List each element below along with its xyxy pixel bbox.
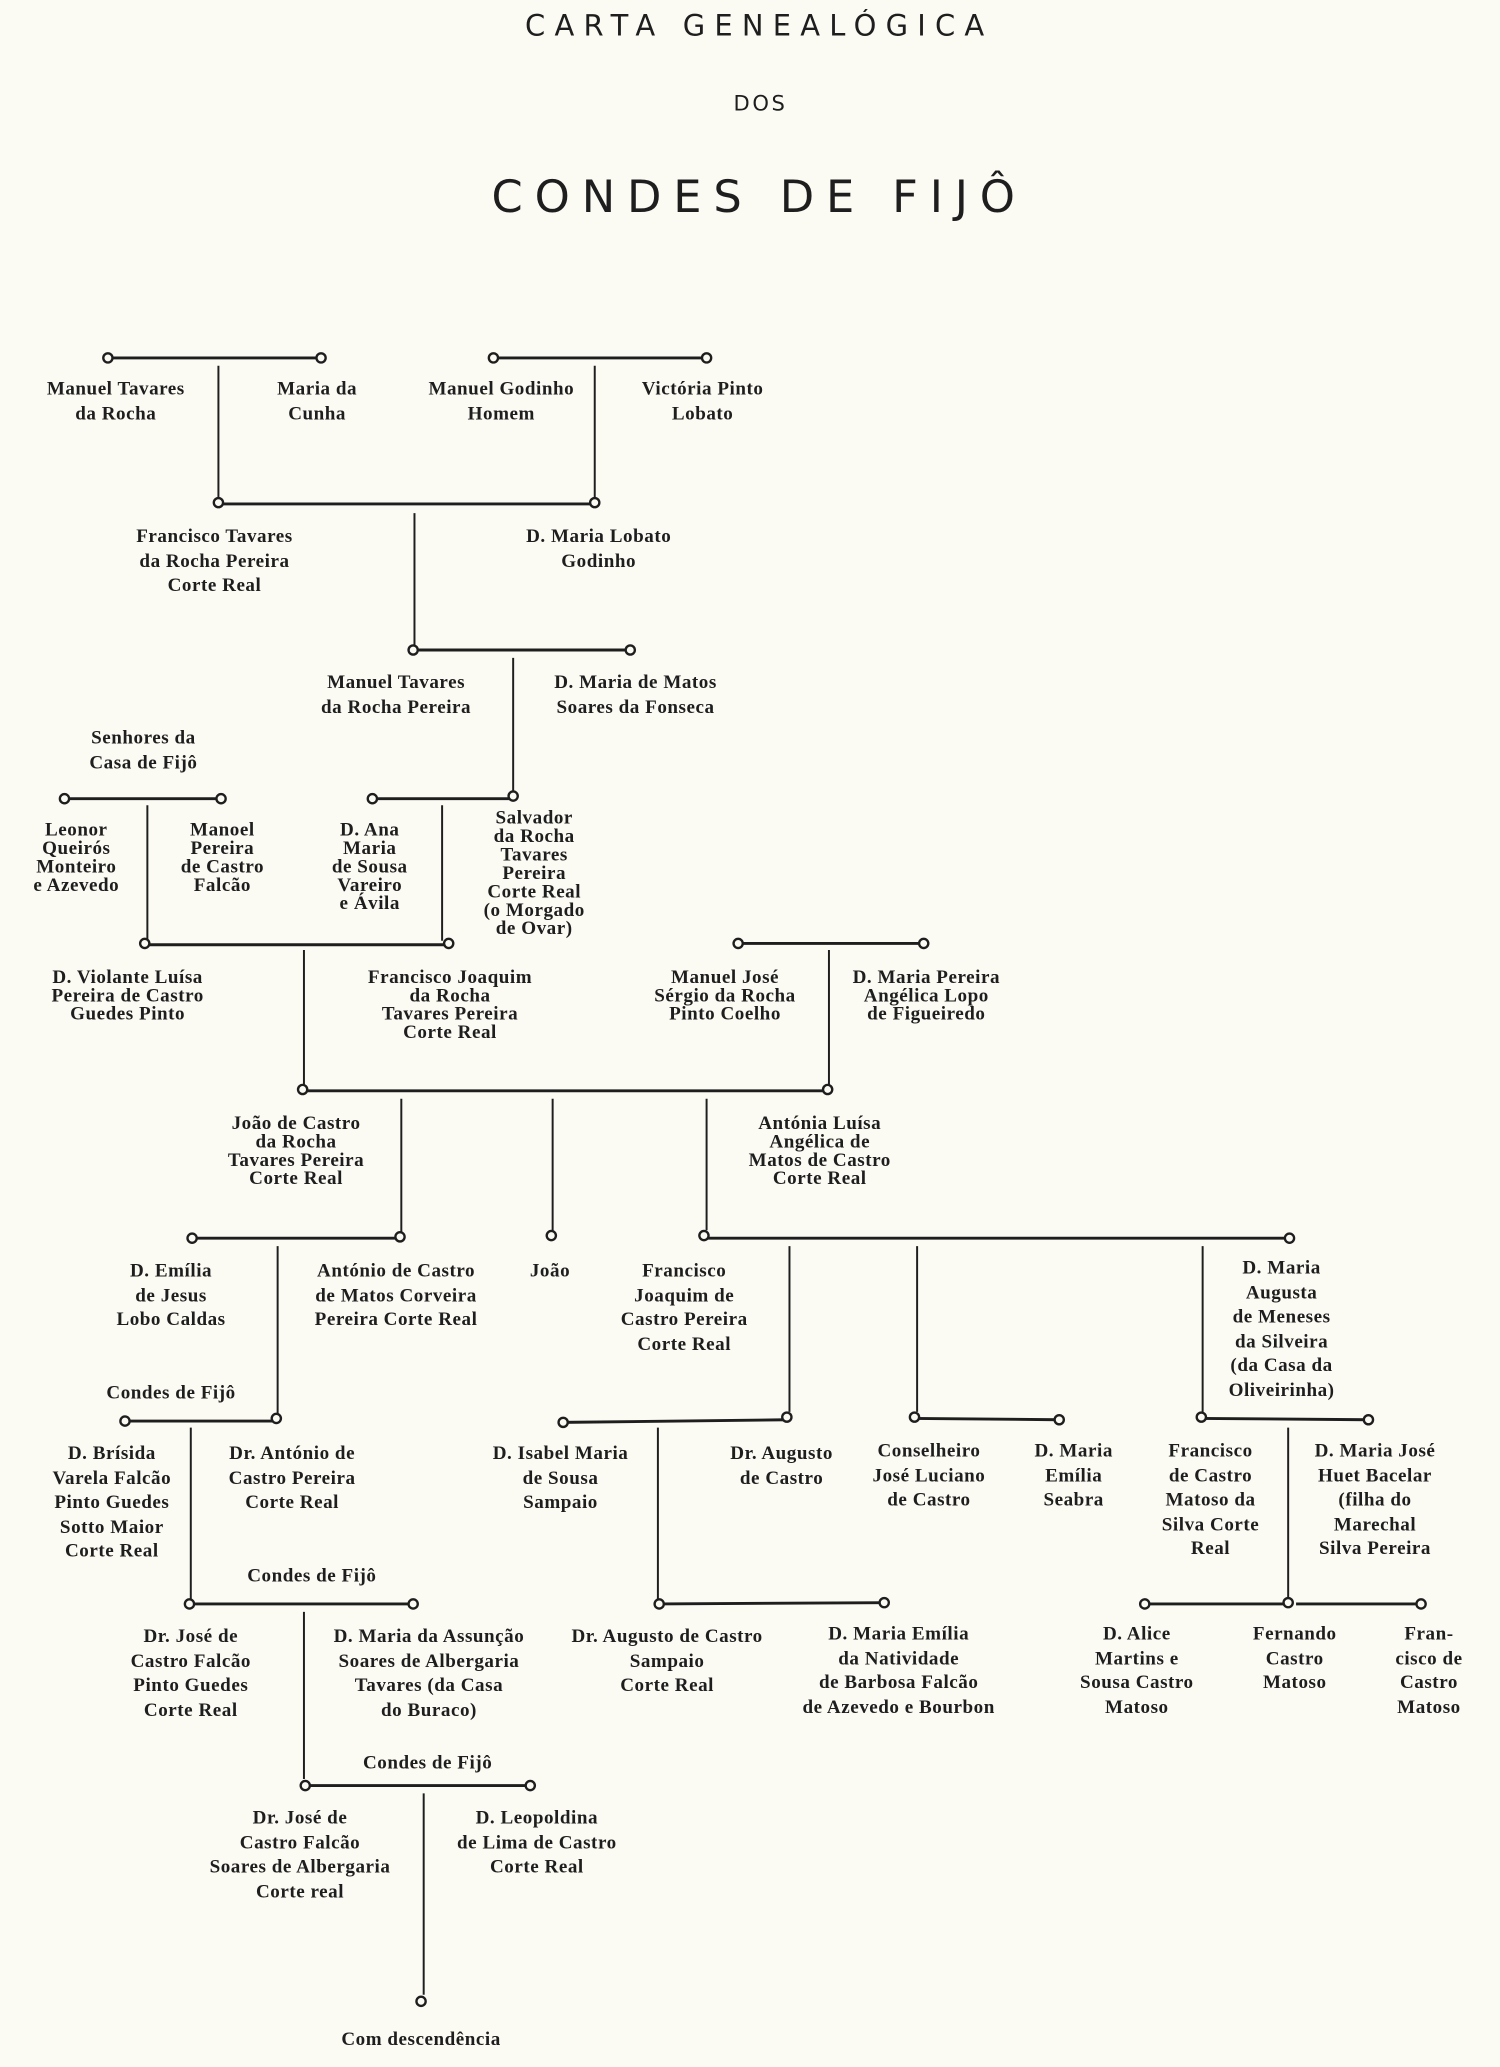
- person: Fernando Castro Matoso: [1252, 1623, 1337, 1694]
- condes-label: Condes de Fijô: [106, 1382, 236, 1404]
- person: D. Maria da Assunção Soares de Albergari…: [333, 1626, 525, 1721]
- person: D. Leopoldina de Lima de Castro Corte Re…: [457, 1807, 617, 1878]
- person: Francisco Joaquim da Rocha Tavares Perei…: [367, 967, 533, 1044]
- person: D. Maria Lobato Godinho: [526, 526, 672, 572]
- condes-label: Condes de Fijô: [247, 1565, 377, 1587]
- person: D. Violante Luísa Pereira de Castro Gued…: [51, 967, 204, 1026]
- person: Manoel Pereira de Castro Falcão: [180, 819, 265, 897]
- person: João: [529, 1260, 571, 1282]
- person: D. Isabel Maria de Sousa Sampaio: [492, 1443, 629, 1514]
- person: Manuel Tavares da Rocha Pereira: [321, 672, 472, 718]
- person: D. Brísida Varela Falcão Pinto Guedes So…: [52, 1443, 172, 1562]
- person: D. Maria José Huet Bacelar (filha do Mar…: [1314, 1440, 1436, 1560]
- person: Manuel Tavares da Rocha: [46, 378, 185, 425]
- person: Dr. Augusto de Castro: [730, 1443, 833, 1489]
- person: Dr. José de Castro Falcão Soares de Albe…: [209, 1807, 391, 1902]
- person: D. Maria de Matos Soares da Fonseca: [554, 672, 717, 718]
- person: D. Maria Augusta de Meneses da Silveira …: [1228, 1257, 1335, 1401]
- person: Manuel José Sérgio da Rocha Pinto Coelho: [654, 967, 796, 1026]
- person: Manuel Godinho Homem: [428, 378, 575, 425]
- person: D. Maria Pereira Angélica Lopo de Figuei…: [852, 967, 1001, 1026]
- condes-label: Condes de Fijô: [362, 1752, 493, 1774]
- person: Fran- cisco de Castro Matoso: [1395, 1623, 1463, 1718]
- person: Leonor Queirós Monteiro e Azevedo: [33, 819, 120, 897]
- person: Conselheiro José Luciano de Castro: [872, 1440, 986, 1511]
- person: D. Emília de Jesus Lobo Caldas: [116, 1260, 226, 1331]
- person: D. Maria Emília Seabra: [1034, 1440, 1113, 1511]
- person: Dr. Augusto de Castro Sampaio Corte Real: [571, 1626, 763, 1697]
- person: Antónia Luísa Angélica de Matos de Castr…: [748, 1113, 891, 1190]
- person: Francisco Tavares da Rocha Pereira Corte…: [136, 526, 293, 597]
- chart-main-title: CONDES DE FIJÔ: [491, 171, 1027, 224]
- descendencia-label: Com descendência: [341, 2028, 501, 2051]
- person: Dr. José de Castro Falcão Pinto Guedes C…: [130, 1626, 251, 1721]
- person: Francisco Joaquim de Castro Pereira Cort…: [620, 1260, 748, 1355]
- person: D. Ana Maria de Sousa Vareiro e Ávila: [331, 819, 408, 915]
- chart-title: CARTA GENEALÓGICA: [525, 10, 994, 44]
- person: Francisco de Castro Matoso da Silva Cort…: [1161, 1440, 1260, 1560]
- chart-subtitle: DOS: [733, 90, 788, 116]
- person: Dr. António de Castro Pereira Corte Real: [228, 1443, 356, 1514]
- person: António de Castro de Matos Corveira Pere…: [314, 1260, 478, 1331]
- senhores-label: Senhores da Casa de Fijô: [89, 727, 198, 774]
- person: Salvador da Rocha Tavares Pereira Corte …: [483, 807, 585, 940]
- person: Maria da Cunha: [277, 378, 358, 425]
- person: D. Alice Martins e Sousa Castro Matoso: [1080, 1623, 1194, 1718]
- person: D. Maria Emília da Natividade de Barbosa…: [802, 1623, 995, 1718]
- person: João de Castro da Rocha Tavares Pereira …: [227, 1113, 365, 1190]
- person: Victória Pinto Lobato: [641, 378, 764, 425]
